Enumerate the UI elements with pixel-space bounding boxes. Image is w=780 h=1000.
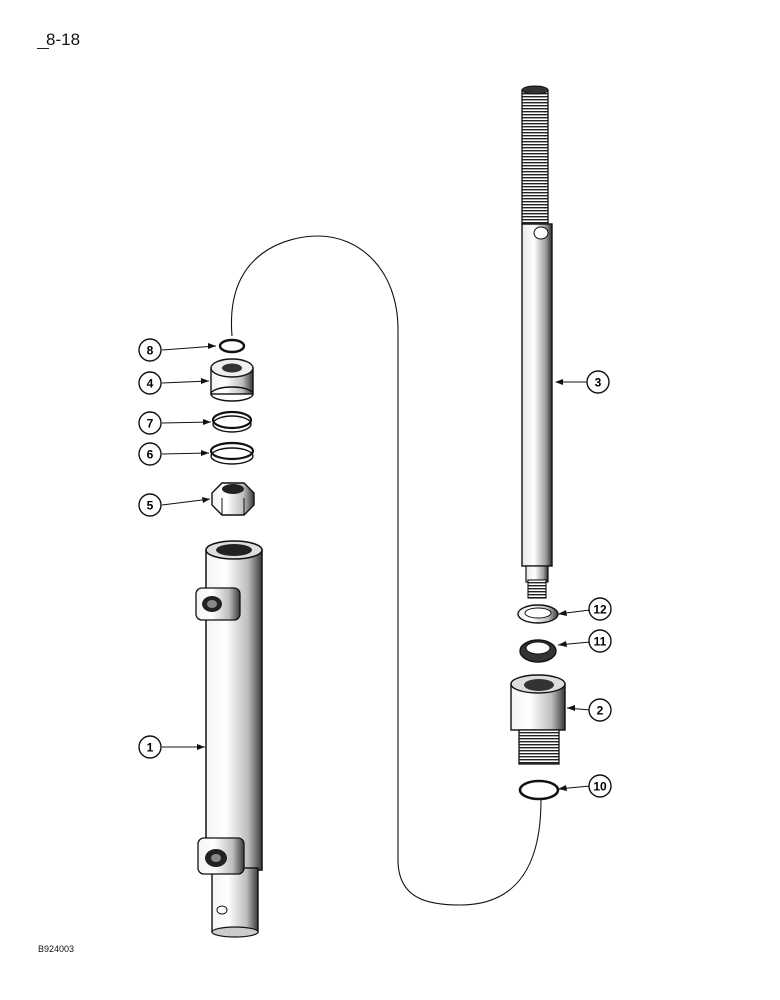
callout-7: 7 bbox=[138, 411, 162, 435]
drawing-code: B924003 bbox=[38, 944, 75, 954]
callout-10-label: 10 bbox=[593, 780, 607, 794]
callout-1-label: 1 bbox=[147, 741, 154, 755]
assembly-path-line bbox=[231, 235, 542, 906]
wiper-part-12 bbox=[517, 604, 559, 624]
callout-10: 10 bbox=[588, 774, 612, 798]
callout-2: 2 bbox=[588, 698, 612, 722]
callout-3-label: 3 bbox=[595, 376, 602, 390]
hex-nut-part-5 bbox=[211, 482, 255, 516]
callout-2-label: 2 bbox=[597, 704, 604, 718]
callout-8: 8 bbox=[138, 338, 162, 362]
gland-part-2 bbox=[510, 674, 566, 765]
callout-5-label: 5 bbox=[147, 499, 154, 513]
ring-part-7 bbox=[211, 410, 253, 433]
o-ring-part-10 bbox=[518, 779, 560, 801]
callout-11: 11 bbox=[588, 629, 612, 653]
page-number-underline bbox=[37, 48, 49, 49]
callout-1: 1 bbox=[138, 735, 162, 759]
seal-part-11 bbox=[519, 639, 557, 663]
leader-arrowheads bbox=[197, 343, 575, 791]
rod-part-3 bbox=[521, 85, 553, 599]
callout-3: 3 bbox=[586, 370, 610, 394]
o-ring-part-8 bbox=[218, 338, 246, 354]
barrel-part-1 bbox=[195, 540, 263, 938]
ring-part-6 bbox=[209, 441, 255, 465]
callout-8-label: 8 bbox=[147, 344, 154, 358]
callout-4: 4 bbox=[138, 371, 162, 395]
callout-11-label: 11 bbox=[594, 635, 607, 649]
callout-12-label: 12 bbox=[593, 603, 607, 617]
callout-6-label: 6 bbox=[147, 448, 154, 462]
callout-7-label: 7 bbox=[147, 417, 154, 431]
callout-4-label: 4 bbox=[147, 377, 154, 391]
callout-5: 5 bbox=[138, 493, 162, 517]
callout-6: 6 bbox=[138, 442, 162, 466]
callout-12: 12 bbox=[588, 597, 612, 621]
piston-part-4 bbox=[210, 358, 254, 402]
page-number: 8-18 bbox=[46, 30, 81, 49]
